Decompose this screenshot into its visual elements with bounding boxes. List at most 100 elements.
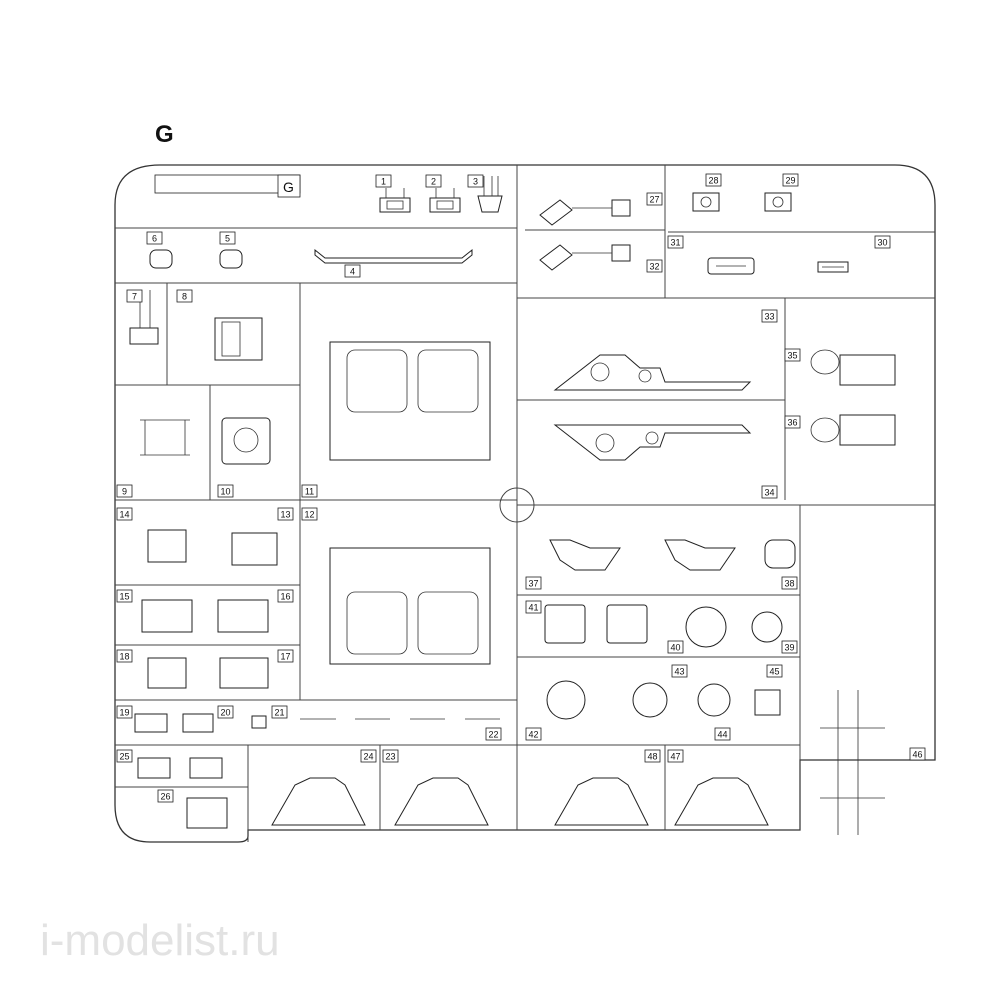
part-label-box [525, 576, 542, 590]
part-label: 48 [647, 752, 657, 762]
part-label: 4 [350, 267, 355, 277]
part-21 [251, 715, 267, 729]
part-33 [553, 354, 752, 391]
part-41 [544, 604, 586, 644]
part-label-box [157, 789, 174, 803]
part-label: 22 [488, 730, 498, 740]
part-label-box [784, 348, 801, 362]
part-label-box [277, 649, 294, 663]
part-label: 21 [274, 708, 284, 718]
part-40 [685, 606, 727, 648]
part-label-box [761, 485, 778, 499]
part-label: 25 [119, 752, 129, 762]
part-label: 42 [528, 730, 538, 740]
part-label-box [116, 649, 133, 663]
part-45 [754, 689, 781, 716]
part-label-box [909, 747, 926, 761]
part-label-box [217, 484, 234, 498]
part-43 [632, 682, 668, 718]
part-label: 36 [787, 418, 797, 428]
part-label: 41 [528, 603, 538, 613]
part-label: 26 [160, 792, 170, 802]
part-15 [141, 599, 193, 633]
part-label-box [301, 484, 318, 498]
part-label: 33 [764, 312, 774, 322]
part-1 [379, 188, 411, 213]
part-label-box [176, 289, 193, 303]
part-41b [606, 604, 648, 644]
part-label-box [277, 589, 294, 603]
watermark: i-modelist.ru [40, 916, 280, 965]
part-label: 31 [670, 238, 680, 248]
part-10 [221, 417, 271, 465]
part-4 [314, 248, 473, 264]
part-label: 37 [528, 579, 538, 589]
part-label: 29 [785, 176, 795, 186]
part-label: 16 [280, 592, 290, 602]
part-32 [539, 244, 631, 271]
part-14 [147, 529, 187, 563]
part-label: 47 [670, 752, 680, 762]
part-19 [134, 713, 168, 733]
part-label-box [217, 705, 234, 719]
part-label: 20 [220, 708, 230, 718]
runner-grid [115, 165, 935, 842]
part-label-box [667, 749, 684, 763]
part-26 [186, 797, 228, 829]
part-label-box [375, 174, 392, 188]
part-label: 35 [787, 351, 797, 361]
part-42 [546, 680, 586, 720]
part-label: 30 [877, 238, 887, 248]
part-label: 43 [674, 667, 684, 677]
part-label-box [219, 231, 236, 245]
part-label: 39 [784, 643, 794, 653]
sprue-letter: G [155, 121, 174, 148]
part-25b [189, 757, 223, 779]
part-label: 2 [431, 177, 436, 187]
part-label-box [874, 235, 891, 249]
part-11 [329, 341, 491, 461]
part-31 [707, 257, 755, 275]
part-39 [751, 611, 783, 643]
part-label: 32 [649, 262, 659, 272]
part-label: 12 [304, 510, 314, 520]
part-label-box [525, 600, 542, 614]
part-44 [697, 683, 731, 717]
part-label-box [116, 507, 133, 521]
part-label: 11 [305, 487, 314, 497]
part-label: 19 [119, 708, 129, 718]
part-label: 28 [708, 176, 718, 186]
part-label: 44 [717, 730, 727, 740]
part-label-box [425, 174, 442, 188]
part-25 [137, 757, 171, 779]
part-30 [817, 261, 849, 273]
part-label-box [344, 264, 361, 278]
part-label: 24 [363, 752, 373, 762]
part-29 [764, 192, 792, 212]
part-17 [219, 657, 269, 689]
part-label-box [784, 415, 801, 429]
part-23 [394, 777, 489, 826]
frame-tag-box [277, 174, 301, 198]
part-47 [674, 777, 769, 826]
part-37b [664, 539, 736, 571]
part-24 [271, 777, 366, 826]
part-27 [539, 199, 631, 226]
part-label-box [301, 507, 318, 521]
part-label: 46 [912, 750, 922, 760]
part-label-box [646, 259, 663, 273]
part-48 [554, 777, 649, 826]
part-label: 8 [182, 292, 187, 302]
part-label-box [646, 192, 663, 206]
part-label-box [766, 664, 783, 678]
part-label-box [146, 231, 163, 245]
part-8 [214, 317, 263, 361]
part-label: 27 [649, 195, 659, 205]
part-label-box [116, 749, 133, 763]
part-label: 18 [119, 652, 129, 662]
part-label: 17 [280, 652, 290, 662]
part-label: 40 [670, 643, 680, 653]
part-label: 23 [385, 752, 395, 762]
part-2 [429, 188, 461, 213]
